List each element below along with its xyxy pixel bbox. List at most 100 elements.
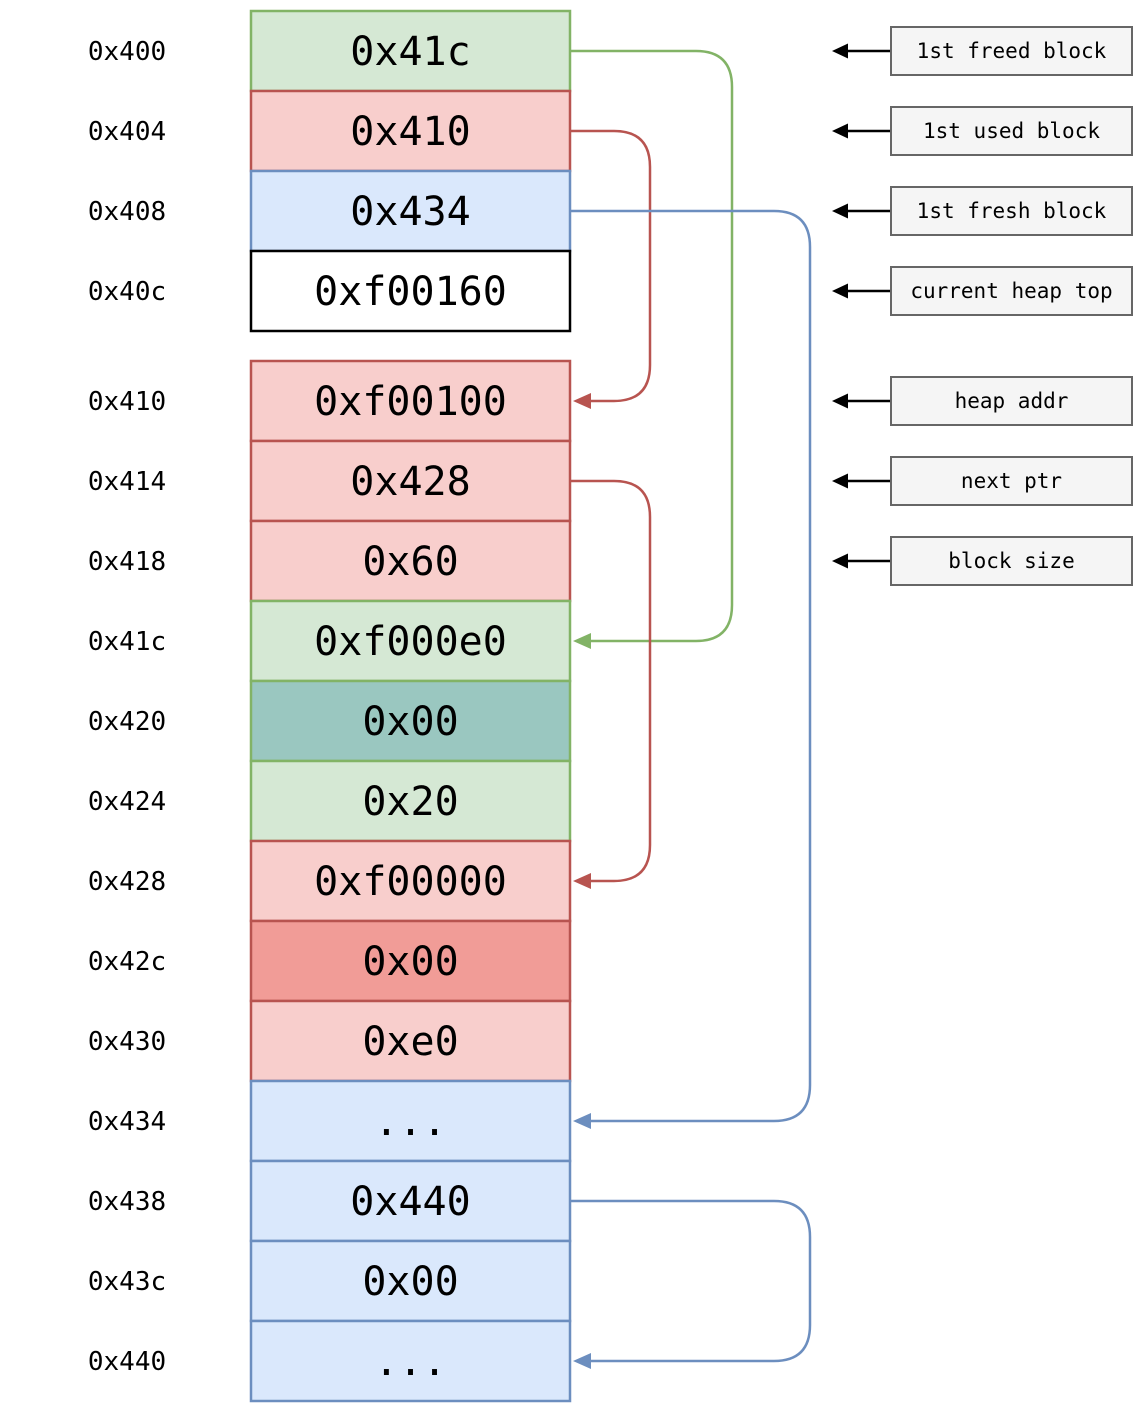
- address-label: 0x40c: [88, 277, 166, 307]
- address-label: 0x410: [88, 387, 166, 417]
- address-label: 0x424: [88, 787, 166, 817]
- memory-cell-0x42c: [249, 919, 572, 1003]
- memory-row-0x414: 0x414 0x428: [88, 439, 572, 523]
- cell-value: 0x410: [350, 109, 470, 155]
- memory-cell-0x424: [249, 759, 572, 843]
- memory-row-0x434: 0x434...: [88, 1079, 572, 1163]
- annotation-box: [890, 186, 1133, 236]
- memory-row-0x404: 0x404 0x410: [88, 89, 572, 173]
- cell-value: 0x440: [350, 1179, 470, 1225]
- memory-row-0x424: 0x424 0x20: [88, 759, 572, 843]
- address-label: 0x428: [88, 867, 166, 897]
- pointer-arrow-0x408-to-0x434: [570, 209, 812, 1129]
- address-label: 0x418: [88, 547, 166, 577]
- cell-value: 0xf00000: [314, 859, 507, 905]
- pointer-path: [570, 209, 812, 1123]
- address-label: 0x404: [88, 117, 166, 147]
- address-label: 0x420: [88, 707, 166, 737]
- memory-row-0x42c: 0x42c 0x00: [88, 919, 572, 1003]
- annotation-label: block size: [948, 549, 1074, 573]
- annotation-0x414: next ptr: [832, 456, 1133, 506]
- memory-row-0x438: 0x438 0x440: [88, 1159, 572, 1243]
- annotation-box: [890, 376, 1133, 426]
- memory-row-0x420: 0x420 0x00: [88, 679, 572, 763]
- cell-value: 0xf000e0: [314, 619, 507, 665]
- annotation-arrowhead-icon: [832, 473, 848, 489]
- annotation-label: heap addr: [955, 389, 1069, 413]
- cell-value: 0xe0: [362, 1019, 458, 1065]
- memory-row-0x410: 0x410 0xf00100: [88, 359, 572, 443]
- annotation-box: [890, 536, 1133, 586]
- memory-cell-0x400: [249, 9, 572, 93]
- address-label: 0x434: [88, 1107, 166, 1137]
- memory-row-0x418: 0x418 0x60: [88, 519, 572, 603]
- memory-row-0x40c: 0x40c 0xf00160: [88, 249, 572, 333]
- address-label: 0x414: [88, 467, 166, 497]
- memory-row-0x43c: 0x43c 0x00: [88, 1239, 572, 1323]
- address-label: 0x430: [88, 1027, 166, 1057]
- annotation-arrowhead-icon: [832, 43, 848, 59]
- annotation-label: next ptr: [961, 469, 1062, 493]
- memory-cell-0x41c: [249, 599, 572, 683]
- annotation-box: [890, 26, 1133, 76]
- memory-cell-0x414: [249, 439, 572, 523]
- memory-cell-0x440: [249, 1319, 572, 1403]
- memory-cell-0x428: [249, 839, 572, 923]
- cell-value: 0x428: [350, 459, 470, 505]
- pointer-arrowhead-icon: [573, 1113, 591, 1129]
- cell-value: ...: [374, 1339, 446, 1385]
- cell-value: 0x20: [362, 779, 458, 825]
- cell-value: 0x60: [362, 539, 458, 585]
- annotation-arrowhead-icon: [832, 553, 848, 569]
- address-label: 0x43c: [88, 1267, 166, 1297]
- annotation-arrowhead-icon: [832, 393, 848, 409]
- address-label: 0x438: [88, 1187, 166, 1217]
- annotation-arrowhead-icon: [832, 203, 848, 219]
- address-label: 0x408: [88, 197, 166, 227]
- cell-value: 0xf00160: [314, 269, 507, 315]
- annotation-box: [890, 106, 1133, 156]
- memory-cell-0x40c: [249, 249, 572, 333]
- address-label: 0x41c: [88, 627, 166, 657]
- annotation-label: 1st fresh block: [917, 199, 1107, 223]
- pointer-arrow-0x438-to-0x440: [570, 1199, 812, 1369]
- pointer-path: [570, 1199, 812, 1363]
- annotation-0x400: 1st freed block: [832, 26, 1133, 76]
- annotation-0x418: block size: [832, 536, 1133, 586]
- pointer-arrow-0x400-to-0x41c: [570, 49, 734, 649]
- pointer-path: [570, 129, 652, 403]
- memory-row-0x430: 0x430 0xe0: [88, 999, 572, 1083]
- pointer-arrow-0x404-to-0x410: [570, 129, 652, 409]
- memory-cell-0x408: [249, 169, 572, 253]
- pointer-path: [570, 479, 652, 883]
- annotation-label: current heap top: [910, 279, 1112, 303]
- annotation-0x410: heap addr: [832, 376, 1133, 426]
- annotation-arrowhead-icon: [832, 283, 848, 299]
- pointer-arrowhead-icon: [573, 1353, 591, 1369]
- cell-value: 0x00: [362, 939, 458, 985]
- pointer-arrowhead-icon: [573, 633, 591, 649]
- memory-row-0x41c: 0x41c 0xf000e0: [88, 599, 572, 683]
- address-label: 0x42c: [88, 947, 166, 977]
- annotation-label: 1st freed block: [917, 39, 1107, 63]
- memory-cell-0x43c: [249, 1239, 572, 1323]
- annotation-arrowhead-icon: [832, 123, 848, 139]
- address-label: 0x440: [88, 1347, 166, 1377]
- annotation-box: [890, 456, 1133, 506]
- cell-value: 0x41c: [350, 29, 470, 75]
- annotation-label: 1st used block: [923, 119, 1100, 143]
- cell-value: 0x00: [362, 699, 458, 745]
- annotation-0x40c: current heap top: [832, 266, 1133, 316]
- memory-row-0x440: 0x440...: [88, 1319, 572, 1403]
- memory-row-0x428: 0x428 0xf00000: [88, 839, 572, 923]
- pointer-arrowhead-icon: [573, 393, 591, 409]
- pointer-arrow-0x414-to-0x428: [570, 479, 652, 889]
- annotation-box: [890, 266, 1133, 316]
- cell-value: 0xf00100: [314, 379, 507, 425]
- cell-value: 0x434: [350, 189, 470, 235]
- cell-value: 0x00: [362, 1259, 458, 1305]
- pointer-arrowhead-icon: [573, 873, 591, 889]
